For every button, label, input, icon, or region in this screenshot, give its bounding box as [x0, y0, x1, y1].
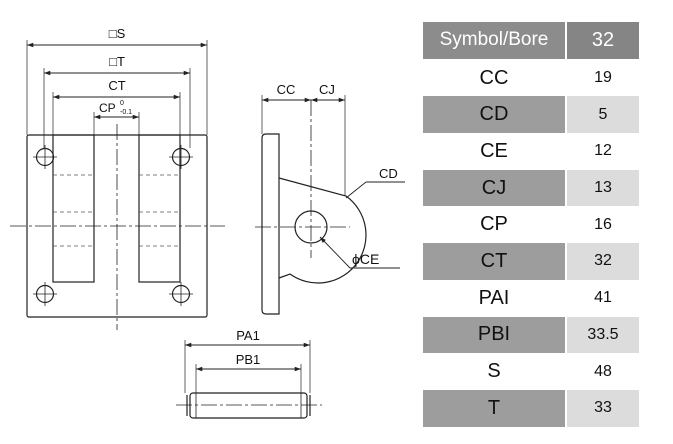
row-value: 32	[565, 243, 639, 280]
row-symbol: PBI	[423, 316, 566, 354]
row-value: 5	[565, 96, 639, 134]
row-symbol: S	[487, 360, 501, 383]
dim-label-cp-lower-tol: -0.1	[120, 109, 132, 116]
row-value: 13	[565, 169, 639, 207]
side-plate-outline	[261, 133, 280, 315]
table-row: S 48	[423, 353, 639, 390]
table-row: CP 16	[423, 206, 639, 244]
dim-label-cc: CC	[277, 82, 296, 97]
table-row: T 33	[423, 389, 639, 427]
header-bore-32: 32	[565, 22, 639, 60]
row-symbol: PAI	[478, 286, 510, 309]
dim-label-pa1: PA1	[236, 328, 260, 343]
row-value: 33	[565, 389, 639, 427]
row-value: 33.5	[565, 316, 639, 354]
table-row: CE 12	[423, 133, 639, 170]
side-view	[255, 95, 405, 315]
dim-label-ce: ϕCE	[352, 251, 379, 267]
right-ear	[138, 134, 181, 283]
row-symbol: T	[423, 389, 566, 427]
front-view	[10, 40, 225, 330]
table-row: CT 32	[423, 243, 639, 280]
dim-label-cj: CJ	[319, 82, 335, 97]
table-row: PBI 33.5	[423, 316, 639, 354]
dim-label-cp: CP	[99, 101, 116, 115]
dim-label-ct: CT	[108, 78, 125, 93]
dim-label-s: □S	[109, 26, 126, 41]
row-symbol: CJ	[423, 169, 566, 207]
dimension-table: Symbol/Bore 32 CC 19 CD 5 CE 12 CJ 13 CP…	[423, 22, 639, 427]
row-value: 12	[565, 133, 639, 170]
row-symbol: CD	[423, 96, 566, 134]
mounting-holes	[33, 145, 193, 306]
table-row: PAI 41	[423, 279, 639, 317]
table-row: CD 5	[423, 96, 639, 134]
row-value: 16	[565, 206, 639, 244]
row-value: 41	[565, 279, 639, 317]
row-value: 48	[565, 353, 639, 390]
row-symbol: CT	[423, 243, 566, 280]
dim-label-cp-upper-tol: 0	[120, 100, 124, 107]
row-value: 19	[565, 59, 639, 97]
dim-label-t: □T	[109, 54, 125, 69]
pin-view	[176, 340, 322, 419]
header-symbol-bore: Symbol/Bore	[423, 22, 566, 60]
dim-label-pb1: PB1	[236, 352, 261, 367]
row-symbol: CE	[480, 139, 508, 162]
row-symbol: CP	[480, 213, 508, 236]
left-ear	[52, 134, 95, 283]
table-row: CC 19	[423, 59, 639, 97]
table-row: CJ 13	[423, 169, 639, 207]
clevis-ear-profile	[278, 177, 367, 284]
pin-body	[189, 392, 308, 419]
row-symbol: CC	[479, 66, 509, 89]
table-header-row: Symbol/Bore 32	[423, 22, 639, 60]
dim-label-cd: CD	[379, 166, 398, 181]
